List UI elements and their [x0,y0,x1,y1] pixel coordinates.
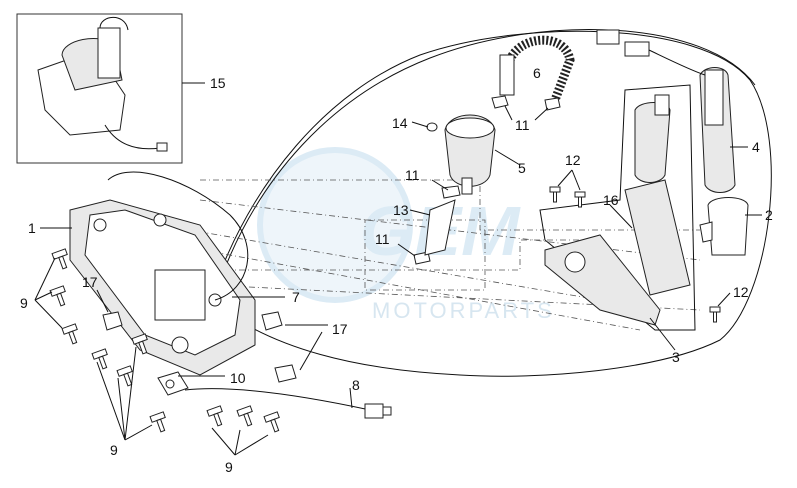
top-connectors [596,29,706,76]
callout-8: 8 [352,377,360,393]
screws-left-group [49,248,166,433]
callout-17-left: 17 [82,274,98,290]
callout-11-lower: 11 [375,231,390,247]
callout-5: 5 [518,160,526,176]
o-ring-14-illustration [426,122,438,132]
callout-16: 16 [603,192,619,208]
screws-12 [549,186,721,323]
fuel-filter-5-illustration [444,114,521,195]
callout-15: 15 [210,75,226,91]
pipe-13-illustration [424,199,456,256]
gasket-ring [209,30,772,377]
cap-2-illustration [699,197,749,256]
filter-sock-4-illustration [699,67,736,193]
callout-13: 13 [393,202,409,218]
connector-10-illustration [157,371,189,396]
callout-11-middle: 11 [405,167,420,183]
callout-9-left: 9 [20,295,28,311]
fuel-pump-assembly-inset-illustration [37,16,168,152]
fuel-pump-illustration [634,94,671,183]
callout-9-bottom-right: 9 [225,459,233,475]
callout-12-top: 12 [565,152,581,168]
callout-3: 3 [672,349,680,365]
tank-flange-illustration [69,171,256,376]
screws-bottom-group [206,405,280,433]
fuel-hose-loop [214,29,756,296]
fuel-hose-6-illustration [499,35,575,102]
callout-10: 10 [230,370,246,386]
callout-12-right: 12 [733,284,749,300]
callout-4: 4 [752,139,760,155]
rubber-pads [102,311,297,383]
callout-1: 1 [28,220,36,236]
callout-2: 2 [765,207,773,223]
pump-bracket-illustration [544,179,691,326]
callout-9-bottom-left: 9 [110,442,118,458]
callout-6: 6 [533,65,541,81]
callout-11-top: 11 [515,117,530,133]
callout-17-right: 17 [332,321,348,337]
inset-frame [16,13,183,164]
callout-7: 7 [292,289,300,305]
callout-14: 14 [392,115,408,131]
wiring-harness-8-illustration [184,388,392,419]
watermark-text: MOTORPARTS [372,298,555,323]
